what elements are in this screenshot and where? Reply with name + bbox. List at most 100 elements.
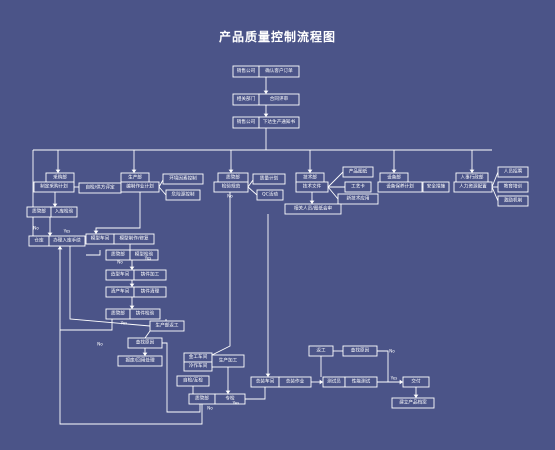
node-prod-plan: 编制作业计划	[120, 181, 160, 193]
node-label: 返工	[316, 347, 326, 354]
node-hazard: 危险源控制	[165, 189, 201, 201]
node-equip-dept: 设备部	[379, 172, 409, 184]
arrow-head	[319, 379, 323, 385]
node-box	[48, 235, 86, 247]
node-label: 销售公司	[237, 67, 256, 74]
node-incoming-check: 入库检验	[50, 206, 78, 218]
connector-line	[247, 186, 258, 196]
node-label: 技术部	[303, 174, 317, 181]
node-label: 查找原因	[136, 339, 155, 346]
arrow-head	[131, 169, 137, 173]
node-machining-shop: 金工车间	[183, 352, 213, 363]
arrow-head	[129, 283, 135, 287]
node-label: 人力资源配置	[459, 183, 487, 190]
node-label: 铸件检验	[136, 310, 155, 317]
node-box	[284, 203, 342, 215]
arrow-head	[265, 373, 271, 377]
node-label: 生产部返工	[156, 322, 179, 329]
node-label: 产品图纸	[349, 168, 368, 175]
connector-line	[162, 342, 201, 413]
connector-line	[95, 192, 141, 234]
node-qc-mold: 质管部	[105, 249, 131, 261]
node-order-sales: 销售公司	[232, 65, 260, 78]
node-label: 质量计划	[260, 175, 279, 182]
node-box	[402, 376, 430, 388]
node-box	[344, 181, 372, 193]
node-purchase-plan: 制定采购计划	[33, 181, 75, 193]
node-label: 质管部	[226, 174, 240, 181]
arrow-head	[413, 394, 419, 398]
node-box	[337, 193, 379, 205]
decision-label-no: No	[97, 342, 103, 347]
arrow-head	[399, 379, 403, 385]
connector-line	[327, 186, 339, 200]
node-label: 自检/供方评定	[85, 184, 115, 191]
decision-label-no: No	[117, 260, 123, 265]
connector-line	[69, 241, 151, 327]
node-label: 采购部	[53, 174, 67, 181]
node-label: 合同评审	[270, 95, 289, 102]
connector-line	[327, 171, 344, 188]
node-label: 工艺卡	[351, 183, 365, 190]
node-order-confirm: 确认客户订单	[258, 65, 300, 78]
node-label: 设备保养计划	[386, 183, 414, 190]
node-rework: 返工	[308, 345, 334, 357]
node-box	[422, 181, 450, 193]
connector-line	[158, 186, 167, 196]
node-deliver: 交付	[402, 376, 430, 388]
node-label: 编制作业计划	[126, 183, 154, 190]
node-box	[113, 233, 155, 245]
node-mold-check: 模型检验	[129, 249, 159, 261]
node-box	[497, 181, 529, 193]
node-scrap: 报废/回用处理	[117, 355, 163, 367]
node-box	[308, 345, 334, 357]
node-mold-shop: 模型车间	[85, 233, 115, 245]
node-box	[162, 173, 204, 185]
node-label: 铸件加工	[141, 271, 160, 278]
node-label: 生产加工	[219, 357, 238, 364]
node-box	[278, 376, 312, 388]
arrow-head	[129, 305, 135, 309]
node-box	[129, 249, 159, 261]
node-training: 教育培训	[497, 181, 529, 193]
node-label: 质管部	[32, 208, 46, 215]
node-notice-sales: 销售公司	[232, 116, 260, 129]
node-inspect-std: 检验规范	[213, 181, 249, 193]
node-prod-dept: 生产部	[120, 172, 150, 184]
node-perf-test: 性能测试	[344, 376, 378, 388]
node-box	[342, 345, 378, 357]
node-prod-machining: 生产加工	[211, 354, 245, 368]
node-box	[117, 355, 163, 367]
node-label: 性能测试	[352, 378, 371, 385]
arrow-head	[57, 246, 63, 250]
arrow-head	[93, 230, 99, 234]
arrow-head	[52, 203, 58, 207]
node-label: 确认客户订单	[265, 67, 293, 74]
node-box	[497, 166, 529, 178]
node-box	[497, 195, 529, 207]
node-box	[213, 181, 249, 193]
node-label: 报废/回用处理	[125, 357, 155, 364]
arrow-head	[129, 266, 135, 270]
node-label: 销售公司	[237, 118, 256, 125]
node-qc-chart: QC活动	[256, 189, 284, 201]
connector-line	[245, 387, 266, 400]
node-label: 办理入库手续	[53, 237, 81, 244]
connector-line	[211, 192, 231, 356]
node-label: 冷作车间	[189, 362, 208, 369]
node-find-cause2: 查找原因	[342, 345, 378, 357]
node-label: 总装作业	[286, 378, 305, 385]
node-label: 设备部	[387, 174, 401, 181]
node-new-tech: 新技术应用	[337, 193, 379, 205]
node-label: 建立产品档案	[399, 399, 427, 406]
node-archive: 建立产品档案	[391, 397, 435, 409]
arrow-head	[307, 169, 313, 173]
node-label: 铸件清理	[141, 288, 160, 295]
connector-line	[144, 330, 151, 339]
node-clean-shop: 清产车间	[105, 286, 135, 298]
decision-label-yes: Yes	[390, 376, 398, 381]
decision-label-no: No	[389, 349, 395, 354]
node-tech-dept: 技术部	[295, 172, 325, 184]
node-assembly: 总装作业	[278, 376, 312, 388]
